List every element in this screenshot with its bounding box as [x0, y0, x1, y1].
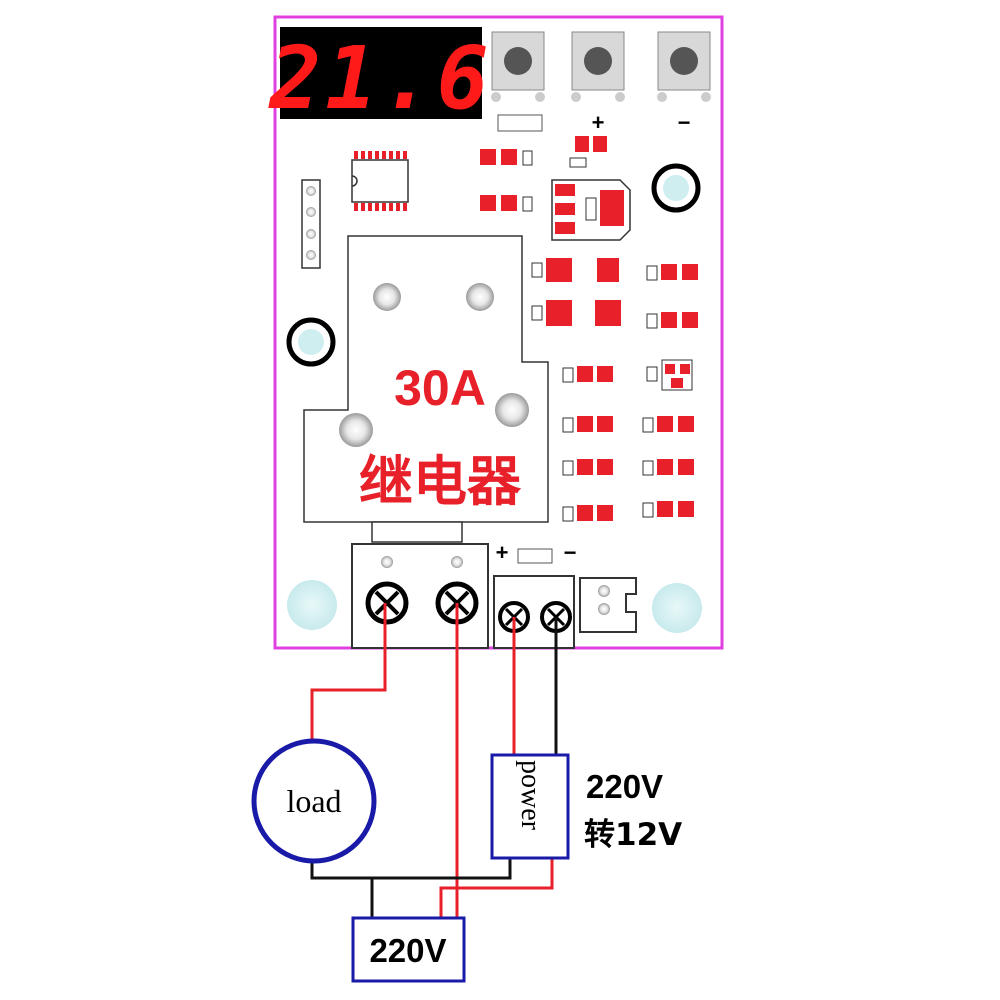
crystal-component	[286, 317, 336, 367]
power-note-line2: 转12V	[584, 817, 682, 853]
power-note-line1: 220V	[586, 768, 663, 805]
power-module: power	[490, 753, 570, 860]
display-background	[280, 27, 482, 119]
voltage-regulator	[551, 179, 631, 241]
smd-resistor	[562, 416, 613, 433]
mains-supply: 220V	[351, 916, 466, 983]
smd-resistor	[562, 505, 613, 522]
smd-transistor	[646, 359, 693, 391]
relay-base-tab	[371, 521, 463, 543]
minus-button-label: −	[678, 110, 691, 135]
wire-red	[310, 603, 387, 742]
mounting-hole	[652, 583, 702, 633]
smd-capacitor	[531, 258, 619, 282]
mounting-hole	[287, 580, 337, 630]
smd-resistor	[646, 264, 698, 281]
crystal-component	[651, 163, 701, 213]
power-plus-label: +	[496, 540, 509, 565]
smd-resistor	[562, 366, 613, 383]
relay-pin	[495, 393, 529, 427]
tactile-button-set-button[interactable]	[491, 31, 545, 102]
load-terminal-block	[351, 543, 489, 649]
relay-pin	[373, 283, 401, 311]
power-module-label: power	[515, 760, 546, 831]
smd-components	[480, 136, 698, 522]
smd-pad	[497, 114, 543, 132]
sensor-connector	[579, 577, 637, 633]
smd-resistor	[642, 416, 694, 433]
pin-header	[301, 179, 321, 269]
smd-resistor	[562, 459, 613, 476]
pcb-board: 21.6 + −	[267, 15, 724, 650]
smd-resistor	[642, 459, 694, 476]
ic-chip	[351, 151, 409, 211]
plus-button-label: +	[592, 110, 605, 135]
smd-resistor	[480, 195, 533, 212]
load-label: load	[286, 783, 341, 819]
relay: 30A 继电器	[303, 235, 549, 543]
relay-rating-label: 30A	[394, 360, 486, 416]
display-digits: 21.6	[267, 29, 492, 129]
smd-pad	[517, 548, 553, 564]
smd-resistor	[642, 501, 694, 518]
smd-resistor	[569, 136, 607, 168]
relay-name-label: 继电器	[359, 450, 522, 513]
tactile-button-minus[interactable]	[657, 31, 711, 102]
mains-label: 220V	[369, 932, 446, 969]
power-terminal-block: + −	[493, 540, 577, 649]
smd-capacitor	[531, 300, 621, 326]
tactile-button-set: + −	[491, 31, 711, 135]
wiring	[310, 603, 558, 918]
wire-black	[310, 858, 512, 880]
relay-pin	[466, 283, 494, 311]
relay-pin	[339, 413, 373, 447]
tactile-button-plus[interactable]	[571, 31, 625, 102]
load-device: load	[251, 738, 377, 864]
power-minus-label: −	[564, 540, 577, 565]
wire-red	[439, 858, 554, 918]
smd-resistor	[480, 149, 533, 166]
screw-terminal[interactable]	[365, 581, 409, 625]
smd-resistor	[646, 312, 698, 329]
led-display: 21.6	[267, 27, 492, 129]
